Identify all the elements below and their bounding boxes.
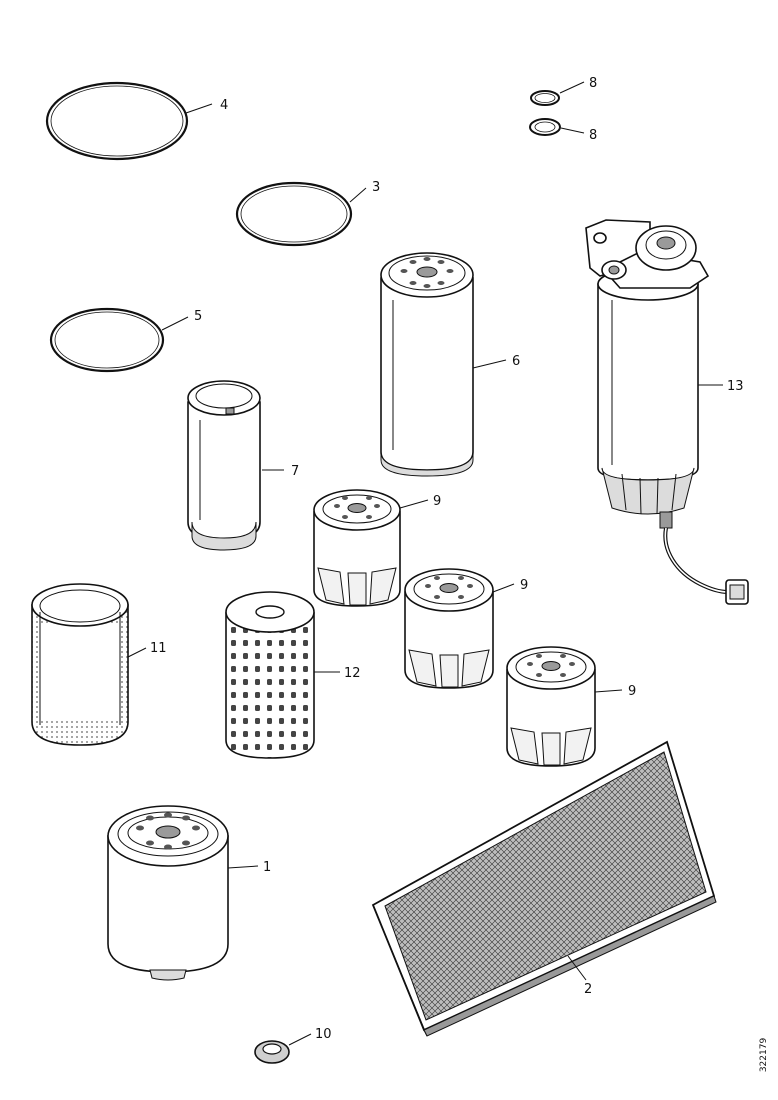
callout-4: 4 xyxy=(220,98,228,113)
part-1-spin-on-filter xyxy=(107,805,229,981)
leader-line-9a xyxy=(399,499,429,509)
callout-9b: 9 xyxy=(520,578,528,593)
part-12-perforated-filter-element xyxy=(225,591,315,759)
part-13-fuel-filter-housing xyxy=(585,219,749,605)
leader-line-6 xyxy=(472,359,507,369)
callout-10: 10 xyxy=(315,1027,332,1042)
callout-3: 3 xyxy=(372,180,380,195)
leader-line-9c xyxy=(594,689,623,693)
part-5-seal-ring xyxy=(49,307,165,373)
callout-8b: 8 xyxy=(589,128,597,143)
document-number: 322179 xyxy=(756,1020,772,1090)
document-number-text: 322179 xyxy=(759,1037,769,1073)
part-9-oil-filter-a xyxy=(313,489,401,607)
part-3-seal-ring xyxy=(235,181,353,247)
callout-13: 13 xyxy=(727,379,744,394)
leader-line-10 xyxy=(288,1033,312,1046)
leader-line-4 xyxy=(185,103,213,114)
part-6-filter-cartridge xyxy=(380,252,474,477)
part-8-small-ring-lower xyxy=(529,118,561,136)
callout-12: 12 xyxy=(344,666,361,681)
callout-9a: 9 xyxy=(433,494,441,509)
callout-11: 11 xyxy=(150,641,167,656)
part-9-oil-filter-b xyxy=(404,568,494,689)
part-8-small-ring-upper xyxy=(530,90,560,106)
callout-5: 5 xyxy=(194,309,202,324)
callout-1: 1 xyxy=(263,860,271,875)
part-11-filter-sleeve xyxy=(31,583,129,746)
callout-7: 7 xyxy=(291,464,299,479)
part-9-oil-filter-c xyxy=(506,646,596,767)
part-4-seal-ring xyxy=(45,81,189,161)
callout-2: 2 xyxy=(584,982,592,997)
leader-line-2 xyxy=(567,955,587,981)
part-2-panel-air-filter xyxy=(371,740,717,1037)
leader-line-1 xyxy=(227,865,259,869)
callout-9c: 9 xyxy=(628,684,636,699)
leader-line-9b xyxy=(492,583,515,593)
leader-line-5 xyxy=(161,316,189,331)
part-7-filter-element xyxy=(187,380,261,551)
part-10-sealing-washer xyxy=(254,1040,290,1064)
leader-line-8a xyxy=(559,81,585,94)
callout-8a: 8 xyxy=(589,76,597,91)
leader-line-8b xyxy=(560,127,585,134)
callout-6: 6 xyxy=(512,354,520,369)
leader-line-3 xyxy=(349,187,367,203)
leader-line-11 xyxy=(127,647,147,658)
